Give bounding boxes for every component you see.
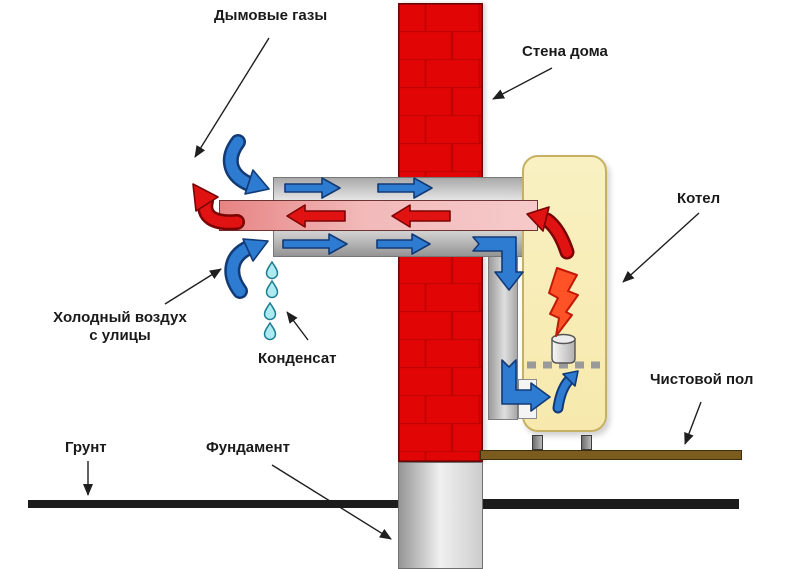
cold-air-in-top-arrow-icon: [222, 134, 270, 195]
condensate-label: Конденсат: [258, 350, 337, 367]
boiler-label: Котел: [677, 190, 721, 207]
cold-air-in-bottom-arrow-icon: [224, 238, 269, 299]
smoke-gases-label: Дымовые газы: [214, 7, 328, 24]
ground-label: Грунт: [65, 439, 107, 456]
inner-exhaust-pipe: [219, 200, 538, 231]
house-wall-label: Стена дома: [522, 43, 608, 60]
smoke-gases-pointer: [194, 37, 270, 158]
boiler-pointer: [622, 212, 700, 283]
foundation-block: [398, 462, 483, 569]
cold-air-pointer: [164, 268, 222, 305]
finished-floor-label: Чистовой пол: [650, 371, 754, 388]
condensate-drop-icon: [263, 321, 277, 341]
cold-air-label-line1: Холодный воздух: [53, 309, 187, 326]
boiler-leg: [532, 435, 543, 450]
ground-line-left: [28, 500, 398, 508]
cold-air-label: Холодный воздух с улицы: [40, 309, 200, 345]
air-duct: [488, 253, 518, 420]
condensate-drop-icon: [265, 260, 279, 280]
condensate-pointer: [286, 311, 309, 341]
cold-air-label-line2: с улицы: [89, 327, 151, 344]
condensate-drop-icon: [263, 301, 277, 321]
house-wall-pointer: [492, 67, 553, 100]
condensate-drop-icon: [265, 279, 279, 299]
boiler-air-inlet: [518, 379, 537, 419]
ground-line-right: [483, 499, 739, 509]
finished-floor-plank: [480, 450, 742, 460]
foundation-label: Фундамент: [206, 439, 290, 456]
finished-floor-pointer: [684, 401, 702, 445]
boiler-leg: [581, 435, 592, 450]
